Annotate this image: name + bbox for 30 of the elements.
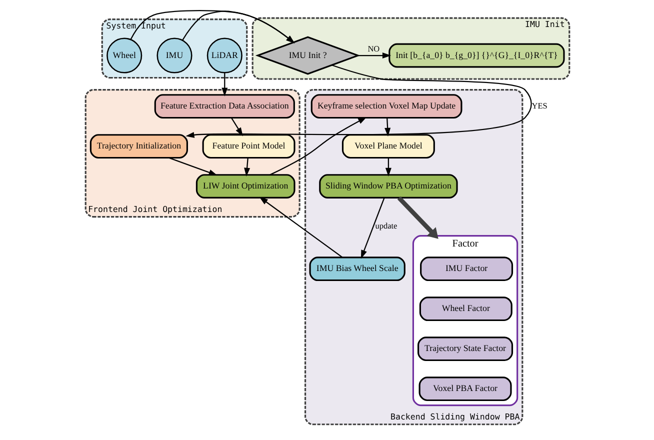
arrow bbox=[244, 158, 250, 176]
node-box: LIW Joint Optimization bbox=[195, 174, 295, 199]
arrow bbox=[384, 118, 390, 137]
node-box: IMU Factor bbox=[420, 256, 513, 282]
arrow bbox=[185, 64, 532, 138]
node-box: Init [b_{a_0} b_{g_0}] {}^{G}_{I_0}R^{T} bbox=[388, 43, 564, 68]
arrow bbox=[258, 196, 342, 258]
arrow bbox=[130, 10, 294, 44]
node-box: Trajectory Initialization bbox=[89, 134, 188, 159]
node-box: Feature Point Model bbox=[202, 134, 295, 159]
node-box: Feature Extraction Data Association bbox=[154, 94, 294, 119]
node-circle: Wheel bbox=[106, 38, 142, 74]
node-box: Trajectory State Factor bbox=[417, 336, 513, 362]
node-box: Wheel Factor bbox=[418, 296, 512, 322]
arrow bbox=[384, 158, 391, 177]
arrow bbox=[230, 118, 242, 136]
node-box: Sliding Window PBA Optimization bbox=[318, 174, 458, 199]
arrow bbox=[358, 52, 391, 59]
node-box: Keyframe selection Voxel Map Update bbox=[310, 94, 462, 119]
arrow bbox=[221, 72, 228, 96]
node-box: Voxel PBA Factor bbox=[418, 376, 512, 402]
arrow bbox=[360, 198, 384, 259]
node-box: Voxel Plane Model bbox=[341, 134, 434, 159]
node-circle: IMU bbox=[156, 38, 192, 74]
node-circle: LiDAR bbox=[206, 38, 242, 74]
arrow bbox=[182, 10, 294, 44]
node-box: IMU Bias Wheel Scale bbox=[308, 256, 405, 282]
arrow bbox=[168, 157, 217, 176]
arrow bbox=[269, 117, 366, 176]
arrow bbox=[396, 196, 438, 239]
